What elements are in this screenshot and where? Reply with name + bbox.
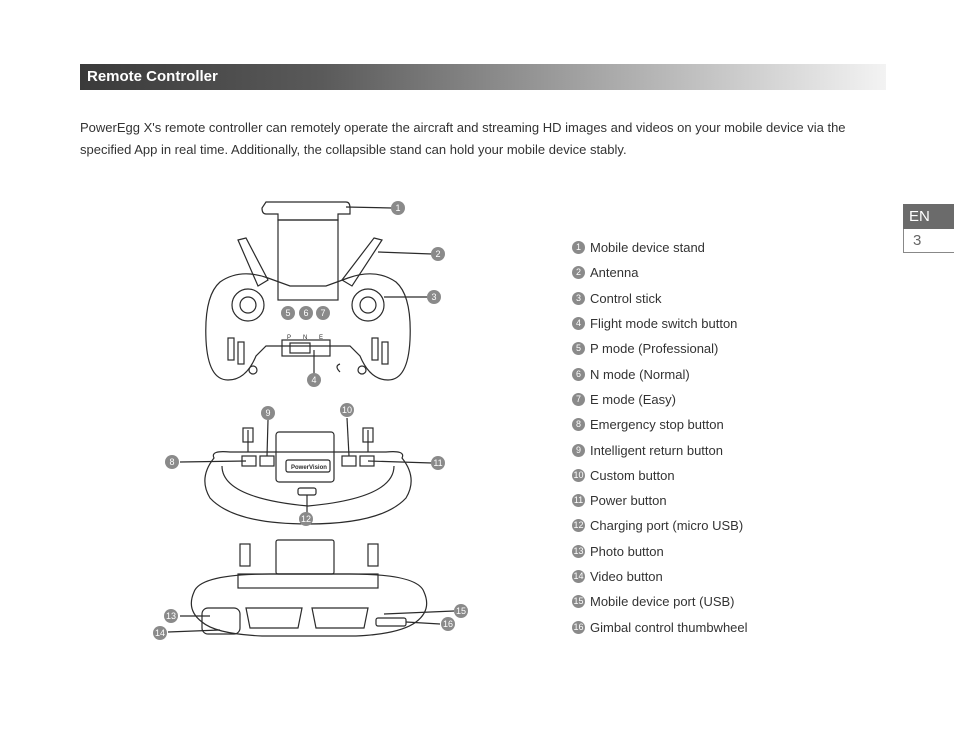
legend-item: 14 Video button — [572, 564, 748, 589]
callout-6: 6 — [299, 306, 313, 320]
legend-number-badge: 7 — [572, 392, 585, 406]
legend-label: P mode (Professional) — [590, 341, 719, 357]
legend-item: 6 N mode (Normal) — [572, 361, 748, 386]
legend-item: 9 Intelligent return button — [572, 437, 748, 462]
callout-10: 10 — [340, 403, 354, 417]
legend-item: 15 Mobile device port (USB) — [572, 589, 748, 614]
legend-number-badge: 13 — [572, 544, 585, 558]
callout-3: 3 — [427, 290, 441, 304]
legend-number-badge: 11 — [572, 494, 585, 508]
legend-label: E mode (Easy) — [590, 391, 676, 407]
language-code: EN — [903, 204, 954, 229]
legend-number-badge: 5 — [572, 342, 585, 356]
legend-number-badge: 8 — [572, 418, 585, 432]
callout-number: 10 — [342, 405, 352, 415]
brand-logo-text: PowerVision — [291, 465, 327, 471]
controller-front-view — [179, 417, 433, 525]
legend-label: Video button — [590, 569, 663, 584]
legend-number-badge: 6 — [572, 367, 585, 381]
controller-bottom-view — [167, 539, 455, 637]
legend-item: 5 P mode (Professional) — [572, 336, 748, 361]
callout-4: 4 — [307, 373, 321, 387]
callout-number: 11 — [433, 458, 442, 468]
callout-9: 9 — [261, 406, 275, 420]
callout-8: 8 — [165, 455, 179, 469]
legend-label: N mode (Normal) — [590, 366, 690, 382]
legend-number-badge: 10 — [572, 468, 585, 482]
legend-label: Emergency stop button — [590, 417, 724, 433]
legend-number-badge: 2 — [572, 266, 585, 280]
section-title: Remote Controller — [87, 68, 218, 85]
legend-number-badge: 12 — [572, 519, 585, 533]
legend-label: Power button — [590, 493, 667, 509]
callout-1: 1 — [391, 201, 405, 215]
legend-label: Gimbal control thumbwheel — [590, 619, 748, 635]
legend-item: 3 Control stick — [572, 286, 748, 311]
legend-label: Charging port (micro USB) — [590, 518, 744, 534]
legend-item: 13 Photo button — [572, 539, 748, 564]
callout-12: 12 — [299, 512, 313, 526]
callout-number: 3 — [431, 292, 436, 302]
legend-item: 8 Emergency stop button — [572, 412, 748, 437]
callout-number: 16 — [443, 619, 453, 629]
callout-number: 9 — [265, 408, 270, 418]
legend-item: 7 E mode (Easy) — [572, 387, 748, 412]
legend-number-badge: 4 — [572, 317, 585, 331]
callout-number: 2 — [435, 249, 440, 259]
page-number: 3 — [903, 229, 954, 253]
legend-number-badge: 16 — [572, 620, 585, 634]
legend-label: Flight mode switch button — [590, 316, 738, 332]
legend-label: Antenna — [590, 265, 639, 281]
callout-11: 11 — [431, 456, 445, 470]
legend-label: Custom button — [590, 467, 675, 483]
callout-number: 6 — [303, 308, 308, 318]
mode-label-e: E — [319, 335, 323, 341]
legend-number-badge: 15 — [572, 595, 585, 609]
legend-number-badge: 1 — [572, 241, 585, 255]
callout-13: 13 — [164, 609, 178, 623]
legend-item: 12 Charging port (micro USB) — [572, 513, 748, 538]
mode-label-n: N — [303, 335, 307, 341]
callout-number: 7 — [320, 308, 325, 318]
legend-label: Photo button — [590, 543, 664, 559]
callout-number: 15 — [456, 606, 466, 616]
callout-5: 5 — [281, 306, 295, 320]
callout-16: 16 — [441, 617, 455, 631]
callout-7: 7 — [316, 306, 330, 320]
callout-number: 4 — [311, 375, 316, 385]
parts-legend: 1 Mobile device stand 2 Antenna 3 Control s… — [572, 235, 748, 640]
callout-2: 2 — [431, 247, 445, 261]
legend-item: 16 Gimbal control thumbwheel — [572, 614, 748, 639]
intro-paragraph: PowerEgg X's remote controller can remot… — [80, 120, 846, 157]
legend-item: 4 Flight mode switch button — [572, 311, 748, 336]
legend-number-badge: 14 — [572, 570, 585, 583]
language-tab: EN 3 — [903, 204, 954, 253]
callout-14: 14 — [153, 626, 167, 640]
legend-number-badge: 3 — [572, 291, 585, 305]
callout-number: 8 — [169, 457, 174, 467]
callout-number: 13 — [166, 611, 176, 621]
callout-number: 1 — [395, 203, 400, 213]
legend-label: Intelligent return button — [590, 442, 723, 458]
legend-item: 1 Mobile device stand — [572, 235, 748, 260]
callout-number: 12 — [301, 514, 311, 524]
legend-label: Mobile device stand — [590, 240, 705, 256]
callout-number: 14 — [155, 628, 165, 638]
legend-item: 11 Power button — [572, 488, 748, 513]
legend-label: Mobile device port (USB) — [590, 594, 735, 610]
callout-15: 15 — [454, 604, 468, 618]
legend-number-badge: 9 — [572, 443, 585, 457]
section-header-bar: Remote Controller — [80, 64, 886, 90]
legend-label: Control stick — [590, 290, 662, 306]
controller-diagrams: P N E PowerVision 1 2 3 4 5 6 7 8 9 10 1… — [153, 201, 468, 640]
controller-top-view — [205, 201, 433, 381]
legend-item: 10 Custom button — [572, 463, 748, 488]
callout-number: 5 — [285, 308, 290, 318]
mode-label-p: P — [287, 335, 291, 341]
legend-item: 2 Antenna — [572, 260, 748, 285]
